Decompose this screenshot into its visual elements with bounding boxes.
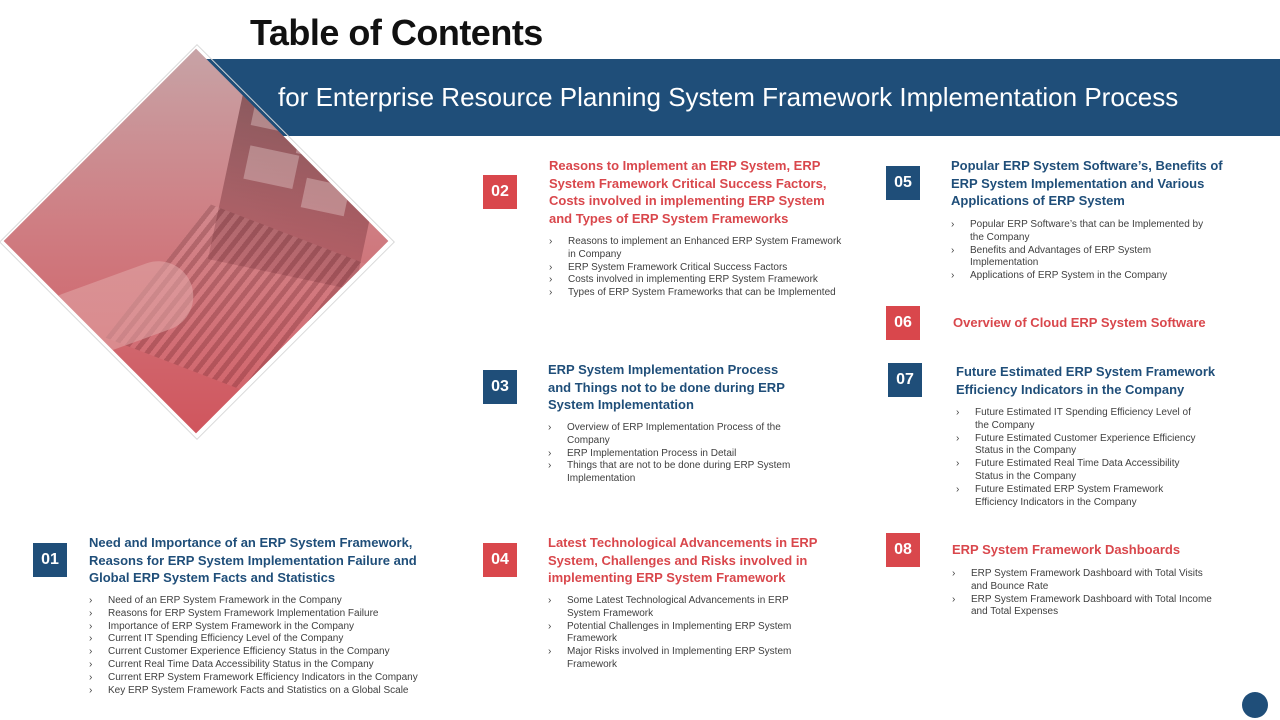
section-number-05: 05	[886, 166, 920, 200]
section-number-07: 07	[888, 363, 922, 397]
section-items-02: Reasons to implement an Enhanced ERP Sys…	[549, 236, 849, 300]
section-title-05[interactable]: Popular ERP System Software’s, Benefits …	[951, 158, 1223, 208]
list-item: Importance of ERP System Framework in th…	[89, 621, 469, 634]
list-item: Future Estimated ERP System Framework Ef…	[956, 484, 1206, 510]
section-number-03: 03	[483, 370, 517, 404]
section-number-04: 04	[483, 543, 517, 577]
list-item: ERP System Framework Dashboard with Tota…	[952, 568, 1217, 594]
list-item: Popular ERP Software’s that can be Imple…	[951, 219, 1216, 245]
list-item: Future Estimated IT Spending Efficiency …	[956, 407, 1206, 433]
list-item: Current IT Spending Efficiency Level of …	[89, 633, 469, 646]
section-title-03[interactable]: ERP System Implementation Process and Th…	[548, 362, 785, 412]
list-item: Reasons for ERP System Framework Impleme…	[89, 608, 469, 621]
section-items-08: ERP System Framework Dashboard with Tota…	[952, 568, 1217, 619]
section-title-08[interactable]: ERP System Framework Dashboards	[952, 542, 1181, 557]
list-item: Key ERP System Framework Facts and Stati…	[89, 685, 469, 698]
list-item: ERP Implementation Process in Detail	[548, 448, 798, 461]
section-title-04[interactable]: Latest Technological Advancements in ERP…	[548, 535, 818, 585]
list-item: Future Estimated Real Time Data Accessib…	[956, 458, 1206, 484]
list-item: Need of an ERP System Framework in the C…	[89, 595, 469, 608]
list-item: Overview of ERP Implementation Process o…	[548, 422, 798, 448]
list-item: Current Real Time Data Accessibility Sta…	[89, 659, 469, 672]
section-number-08: 08	[886, 533, 920, 567]
section-items-01: Need of an ERP System Framework in the C…	[89, 595, 469, 697]
list-item: ERP System Framework Critical Success Fa…	[549, 262, 849, 275]
list-item: Major Risks involved in Implementing ERP…	[548, 646, 798, 672]
section-number-06: 06	[886, 306, 920, 340]
section-items-05: Popular ERP Software’s that can be Imple…	[951, 219, 1216, 283]
section-items-04: Some Latest Technological Advancements i…	[548, 595, 798, 672]
list-item: Things that are not to be done during ER…	[548, 460, 798, 486]
list-item: ERP System Framework Dashboard with Tota…	[952, 594, 1217, 620]
list-item: Costs involved in implementing ERP Syste…	[549, 274, 849, 287]
corner-dot	[1242, 692, 1268, 718]
section-title-06[interactable]: Overview of Cloud ERP System Software	[953, 315, 1206, 330]
section-number-02: 02	[483, 175, 517, 209]
list-item: Applications of ERP System in the Compan…	[951, 270, 1216, 283]
list-item: Types of ERP System Frameworks that can …	[549, 287, 849, 300]
list-item: Current ERP System Framework Efficiency …	[89, 672, 469, 685]
section-items-07: Future Estimated IT Spending Efficiency …	[956, 407, 1206, 509]
section-items-03: Overview of ERP Implementation Process o…	[548, 422, 798, 486]
section-title-02[interactable]: Reasons to Implement an ERP System, ERP …	[549, 158, 827, 226]
page-subtitle: for Enterprise Resource Planning System …	[278, 82, 1179, 112]
section-number-01: 01	[33, 543, 67, 577]
list-item: Reasons to implement an Enhanced ERP Sys…	[549, 236, 849, 262]
list-item: Potential Challenges in Implementing ERP…	[548, 621, 798, 647]
page-title: Table of Contents	[250, 12, 543, 53]
section-title-01[interactable]: Need and Importance of an ERP System Fra…	[89, 535, 417, 585]
list-item: Benefits and Advantages of ERP System Im…	[951, 245, 1216, 271]
list-item: Some Latest Technological Advancements i…	[548, 595, 798, 621]
list-item: Current Customer Experience Efficiency S…	[89, 646, 469, 659]
title-banner	[196, 59, 1280, 136]
list-item: Future Estimated Customer Experience Eff…	[956, 433, 1206, 459]
section-title-07[interactable]: Future Estimated ERP System Framework Ef…	[956, 364, 1216, 397]
